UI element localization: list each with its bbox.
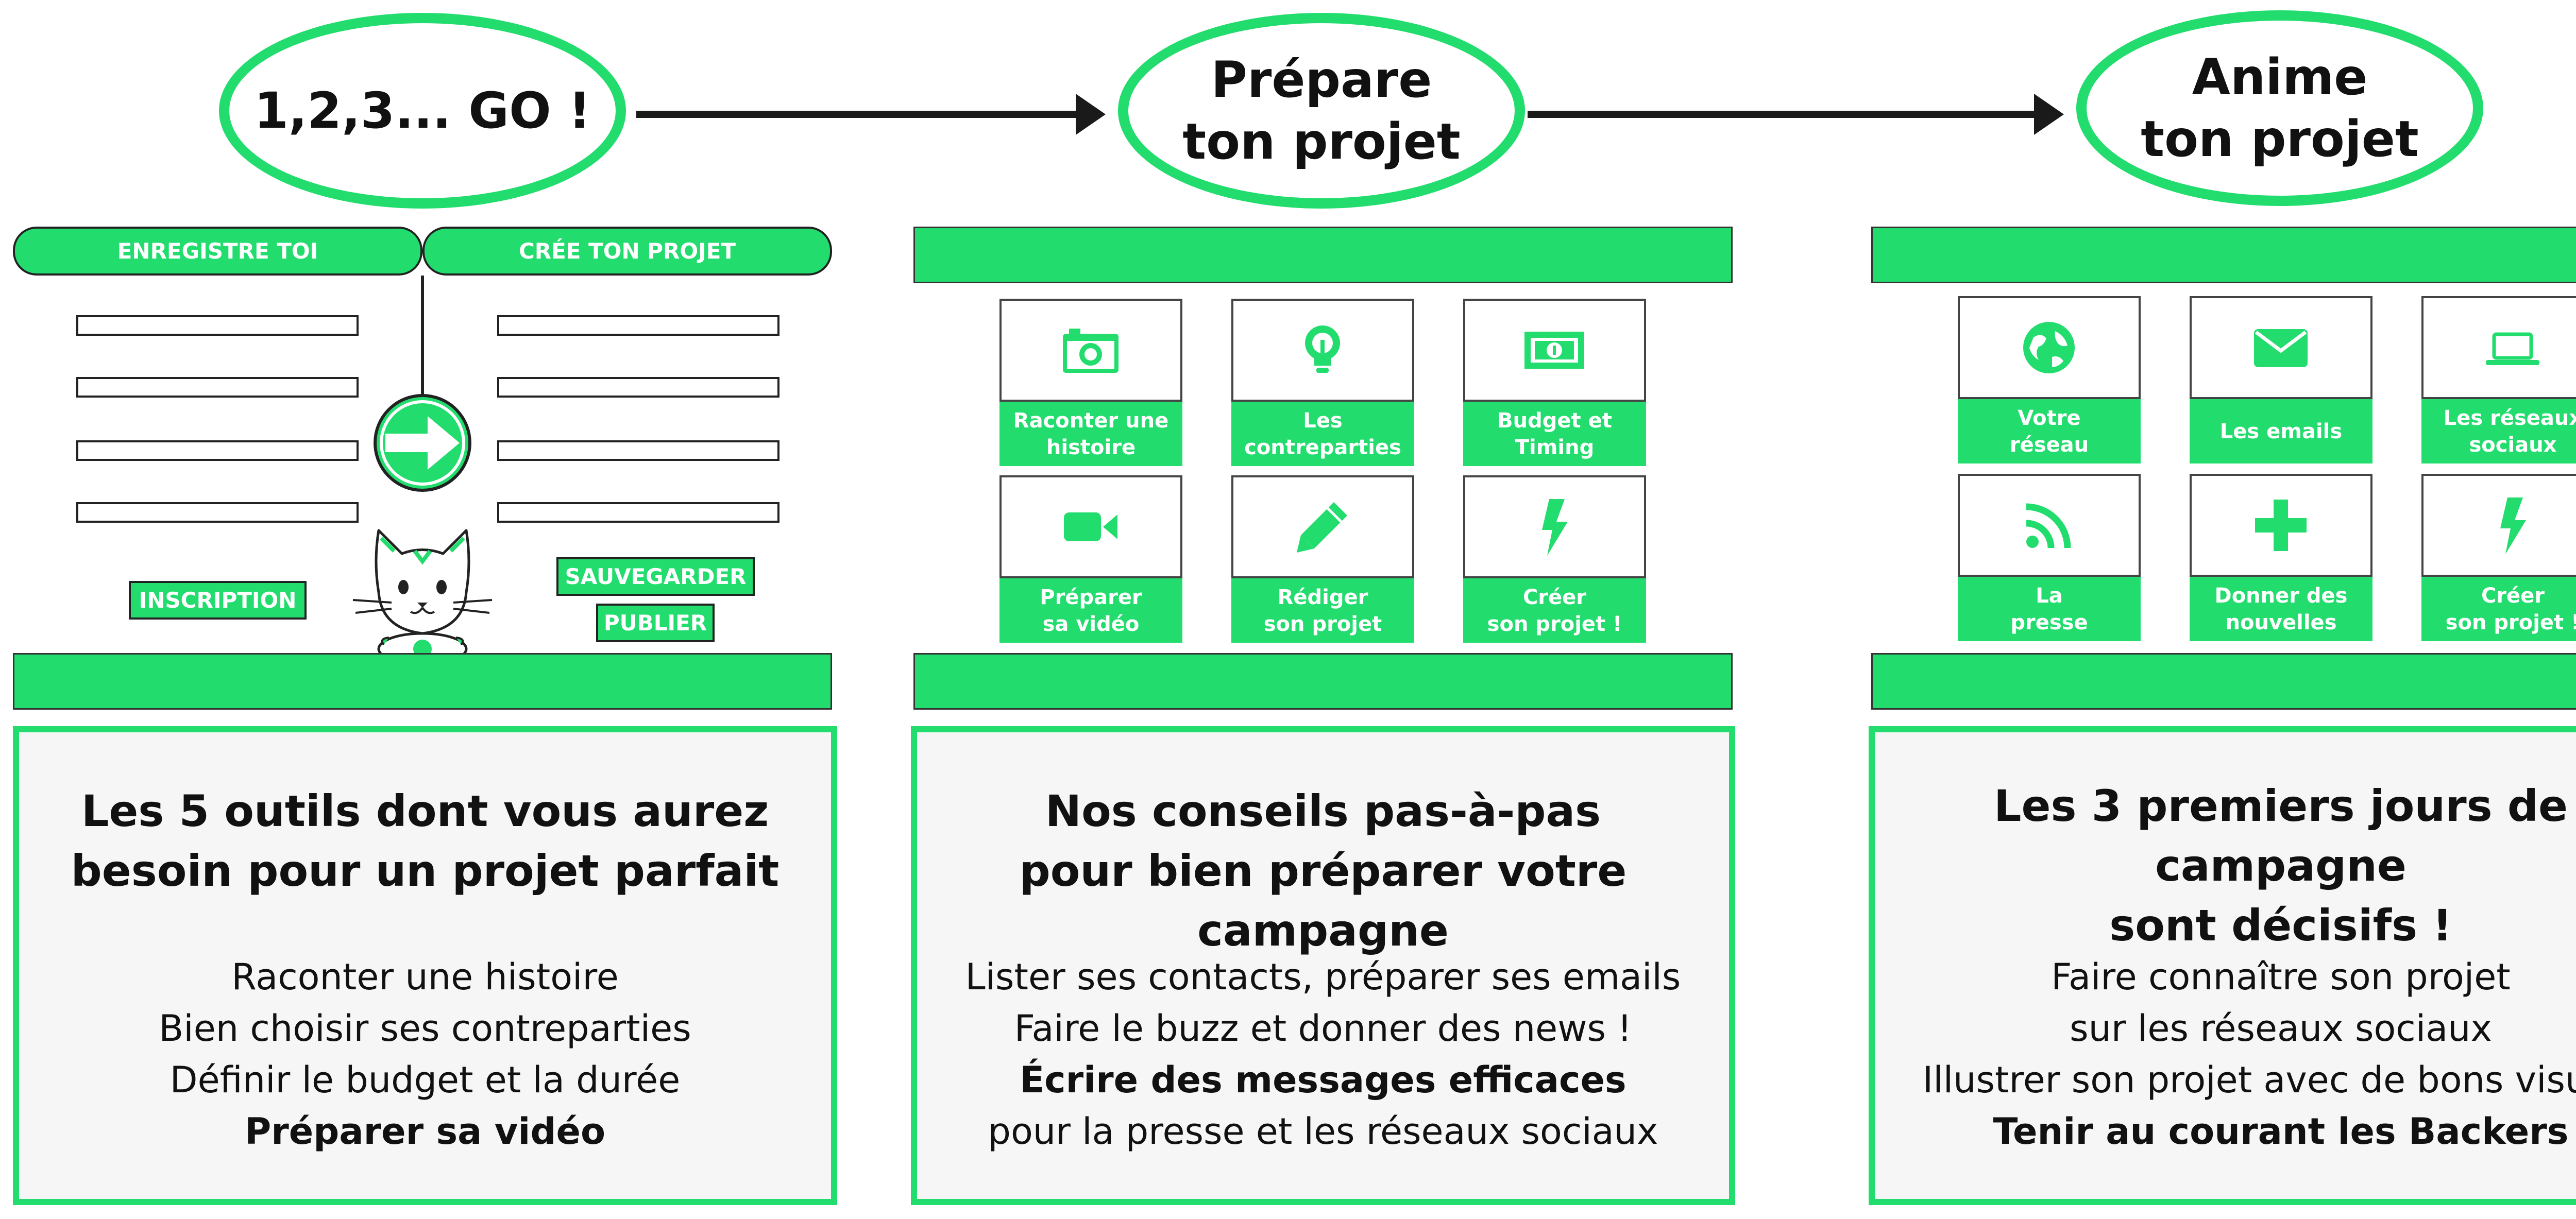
info-box-2-lines: Lister ses contacts, préparer ses emails… bbox=[917, 951, 1729, 1157]
inscription-button[interactable]: INSCRIPTION bbox=[129, 581, 307, 620]
tile-reseaux-sociaux-label: Les réseaux sociaux bbox=[2421, 399, 2576, 463]
tile-emails-label: Les emails bbox=[2190, 399, 2372, 463]
tile-emails[interactable]: Les emails bbox=[2190, 296, 2372, 463]
info-line: Raconter une histoire bbox=[231, 956, 619, 998]
lightning-icon bbox=[2500, 497, 2526, 554]
tile-contreparties-label: Les contreparties bbox=[1231, 402, 1414, 466]
tile-reseau[interactable]: Votre réseau bbox=[1958, 296, 2141, 463]
info-line-bold: Préparer sa vidéo bbox=[244, 1110, 606, 1153]
tile-rediger[interactable]: Rédiger son projet bbox=[1231, 475, 1414, 643]
tile-video[interactable]: Préparer sa vidéo bbox=[999, 475, 1182, 643]
tile-emails-frame bbox=[2190, 296, 2372, 399]
tile-contreparties[interactable]: Les contreparties bbox=[1231, 299, 1414, 466]
tile-rediger-frame bbox=[1231, 475, 1414, 578]
project-field-4[interactable] bbox=[497, 502, 779, 523]
tab-register[interactable]: ENREGISTRE TOI bbox=[13, 227, 422, 276]
tab-create-project[interactable]: CRÉE TON PROJET bbox=[422, 227, 832, 276]
sauvegarder-label: SAUVEGARDER bbox=[565, 564, 747, 589]
info-box-1-heading: Les 5 outils dont vous aurez besoin pour… bbox=[71, 786, 779, 896]
pencil-icon bbox=[1297, 502, 1347, 553]
flow-arrow-2 bbox=[1528, 111, 2035, 118]
flow-arrowhead-1 bbox=[1076, 94, 1106, 135]
rss-icon bbox=[2026, 503, 2071, 548]
tile-creer[interactable]: Créer son projet ! bbox=[1463, 475, 1646, 643]
register-field-2[interactable] bbox=[76, 377, 359, 398]
col3-bottom-bar bbox=[1871, 653, 2576, 710]
tile-reseaux-sociaux[interactable]: Les réseaux sociaux bbox=[2421, 296, 2576, 463]
tile-creer-2-label: Créer son projet ! bbox=[2421, 577, 2576, 641]
tile-rediger-label: Rédiger son projet bbox=[1231, 578, 1414, 643]
info-line: pour la presse et les réseaux sociaux bbox=[988, 1110, 1658, 1153]
tile-creer-2[interactable]: Créer son projet ! bbox=[2421, 474, 2576, 641]
banknote-icon bbox=[1524, 332, 1584, 369]
tile-budget-label: Budget et Timing bbox=[1463, 402, 1646, 466]
step-oval-1: 1,2,3... GO ! bbox=[219, 13, 626, 209]
info-line: sur les réseaux sociaux bbox=[2070, 1007, 2492, 1050]
tile-presse-label: La presse bbox=[1958, 577, 2141, 641]
tile-creer-2-frame bbox=[2421, 474, 2576, 577]
info-box-2: Nos conseils pas-à-pas pour bien prépare… bbox=[911, 726, 1735, 1205]
col1-bottom-bar bbox=[13, 653, 832, 710]
tile-presse-frame bbox=[1958, 474, 2141, 577]
envelope-icon bbox=[2254, 329, 2308, 367]
publier-button[interactable]: PUBLIER bbox=[596, 604, 715, 642]
info-line: Définir le budget et la durée bbox=[170, 1059, 681, 1101]
arrow-right-circle-icon[interactable] bbox=[371, 391, 474, 494]
register-field-4[interactable] bbox=[76, 502, 359, 523]
project-field-3[interactable] bbox=[497, 440, 779, 461]
info-box-3-lines: Faire connaître son projet sur les résea… bbox=[1875, 951, 2576, 1157]
project-field-2[interactable] bbox=[497, 377, 779, 398]
step-oval-3: Anime ton projet bbox=[2076, 10, 2483, 206]
info-box-3: Les 3 premiers jours de campagne sont dé… bbox=[1869, 726, 2576, 1205]
info-line: Illustrer son projet avec de bons visuel… bbox=[1922, 1059, 2576, 1101]
tab-register-label: ENREGISTRE TOI bbox=[117, 238, 318, 264]
lightning-icon bbox=[1542, 499, 1568, 556]
tile-creer-label: Créer son projet ! bbox=[1463, 578, 1646, 643]
flow-arrow-1 bbox=[636, 111, 1077, 118]
col3-top-bar bbox=[1871, 227, 2576, 283]
step-title-2: Prépare ton projet bbox=[1182, 51, 1461, 170]
register-field-1[interactable] bbox=[76, 315, 359, 336]
laptop-icon bbox=[2486, 332, 2539, 365]
tile-raconter-label: Raconter une histoire bbox=[999, 402, 1182, 466]
tab-create-project-label: CRÉE TON PROJET bbox=[518, 238, 736, 264]
sauvegarder-button[interactable]: SAUVEGARDER bbox=[556, 557, 755, 596]
flow-arrowhead-2 bbox=[2034, 94, 2064, 135]
publier-label: PUBLIER bbox=[603, 610, 707, 636]
col2-bottom-bar bbox=[913, 653, 1733, 710]
camera-icon bbox=[1063, 329, 1118, 373]
tile-nouvelles[interactable]: Donner des nouvelles bbox=[2190, 474, 2372, 641]
step-title-1: 1,2,3... GO ! bbox=[254, 82, 591, 140]
connector-line bbox=[421, 276, 424, 397]
info-line: Lister ses contacts, préparer ses emails bbox=[965, 956, 1681, 998]
tile-budget[interactable]: Budget et Timing bbox=[1463, 299, 1646, 466]
info-line: Faire connaître son projet bbox=[2051, 956, 2511, 998]
step-title-3: Anime ton projet bbox=[2141, 48, 2419, 168]
info-line-bold: Tenir au courant les Backers bbox=[1993, 1110, 2569, 1153]
inscription-label: INSCRIPTION bbox=[139, 588, 297, 613]
project-field-1[interactable] bbox=[497, 315, 779, 336]
tile-reseaux-sociaux-frame bbox=[2421, 296, 2576, 399]
tile-nouvelles-label: Donner des nouvelles bbox=[2190, 577, 2372, 641]
info-box-2-heading: Nos conseils pas-à-pas pour bien prépare… bbox=[1019, 786, 1627, 956]
info-box-1: Les 5 outils dont vous aurez besoin pour… bbox=[13, 726, 837, 1205]
info-line-bold: Écrire des messages efficaces bbox=[1020, 1059, 1626, 1101]
video-camera-icon bbox=[1064, 512, 1117, 541]
info-line: Faire le buzz et donner des news ! bbox=[1014, 1007, 1632, 1050]
step-oval-2: Prépare ton projet bbox=[1118, 13, 1525, 209]
register-field-3[interactable] bbox=[76, 440, 359, 461]
tile-video-label: Préparer sa vidéo bbox=[999, 578, 1182, 643]
globe-icon bbox=[2023, 322, 2075, 373]
info-box-3-heading: Les 3 premiers jours de campagne sont dé… bbox=[1994, 781, 2568, 951]
plus-icon bbox=[2255, 500, 2307, 551]
tile-presse[interactable]: La presse bbox=[1958, 474, 2141, 641]
cat-mascot-icon bbox=[352, 529, 493, 659]
info-box-1-lines: Raconter une histoire Bien choisir ses c… bbox=[19, 951, 831, 1157]
tile-raconter[interactable]: Raconter une histoire bbox=[999, 299, 1182, 466]
tile-reseau-label: Votre réseau bbox=[1958, 399, 2141, 463]
col2-top-bar bbox=[913, 227, 1733, 283]
lightbulb-icon bbox=[1305, 325, 1340, 373]
info-line: Bien choisir ses contreparties bbox=[159, 1007, 691, 1050]
